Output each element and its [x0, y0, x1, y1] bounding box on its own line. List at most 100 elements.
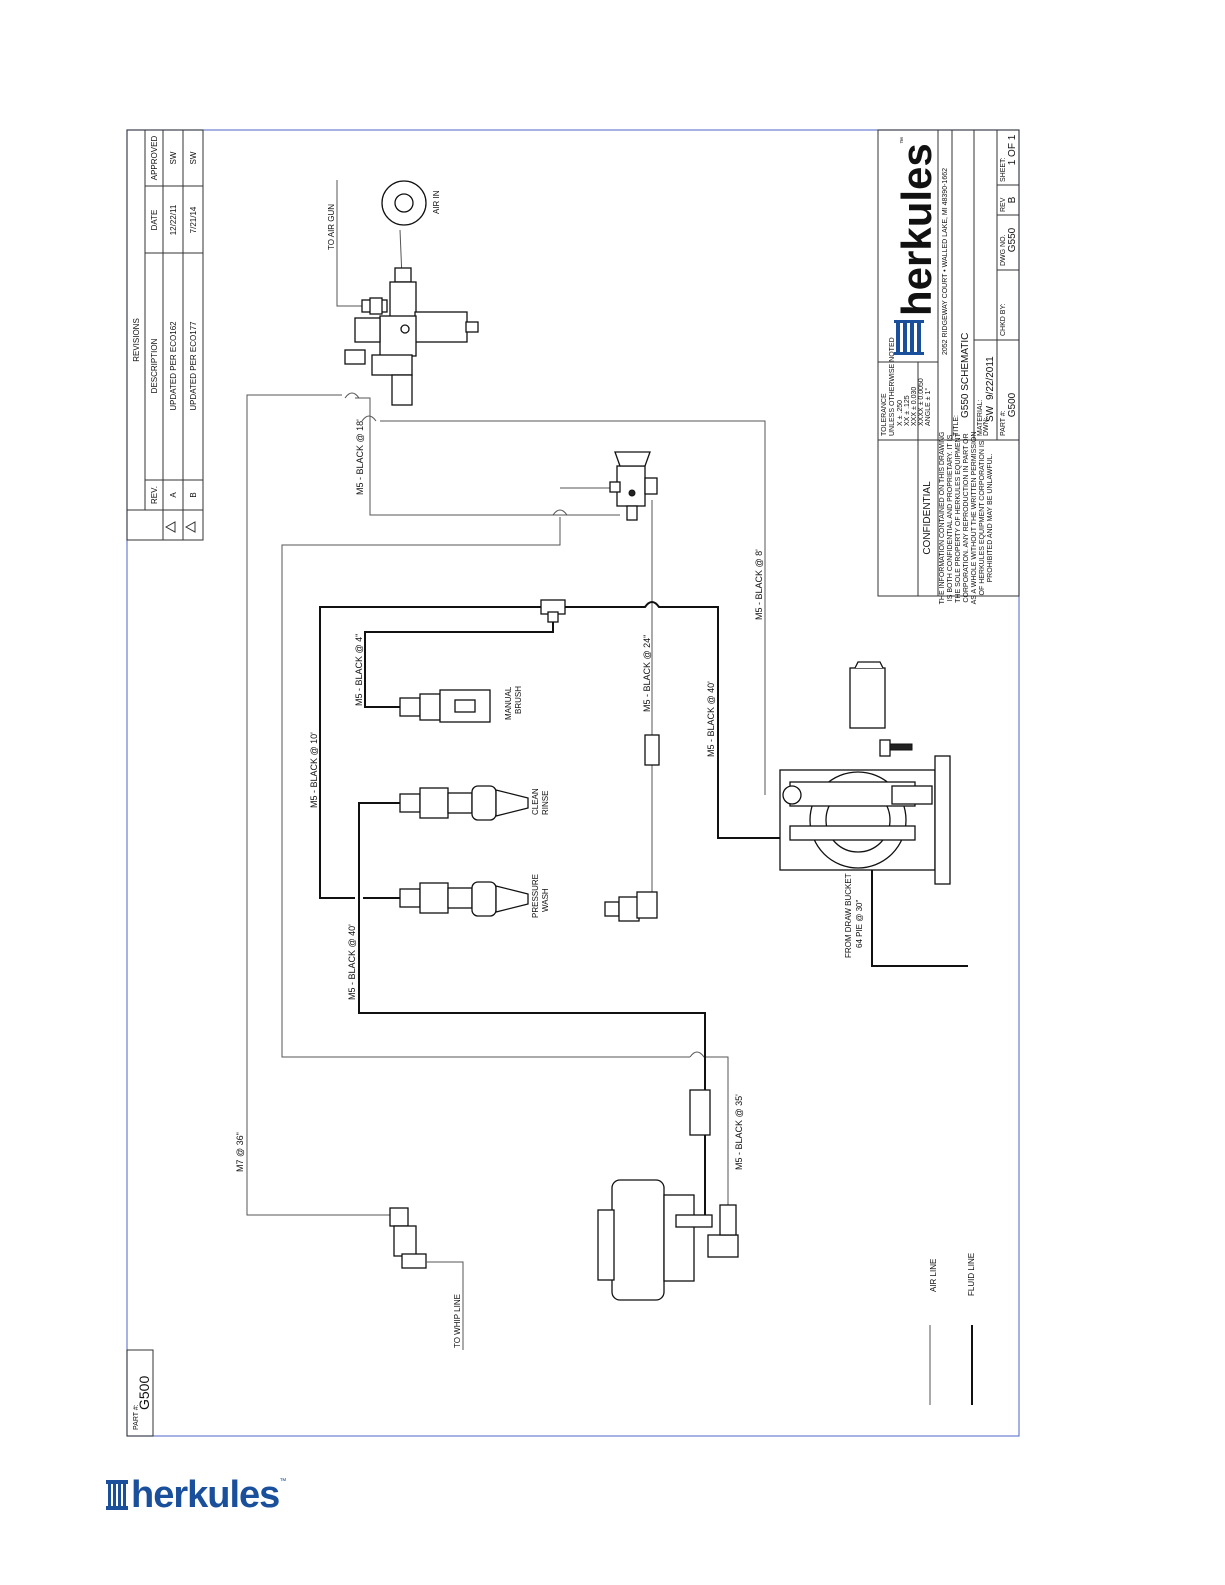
drawn-date: 9/22/2011	[985, 356, 996, 400]
drawn-by: SW	[985, 405, 996, 422]
title-label: TITLE:	[953, 415, 960, 436]
hose-label: M5 - BLACK @ 4"	[354, 634, 364, 706]
tolerance-line: X ± .250	[897, 400, 904, 426]
confidential-notice: CONFIDENTIAL THE INFORMATION CONTAINED O…	[922, 432, 994, 605]
hose-label: M5 - BLACK @ 40'	[347, 924, 357, 1000]
fluid-line-m5-40-left	[358, 898, 706, 1090]
company-address: 2052 RIDGEWAY COURT • WALLED LAKE, MI 48…	[942, 168, 949, 355]
part-corner-label: PART #:	[133, 1404, 140, 1430]
rev-a-approved: SW	[169, 151, 178, 164]
label-pressure-wash: PRESSURE	[531, 874, 540, 918]
description-header: DESCRIPTION	[150, 338, 159, 393]
confidential-line: AS A WHOLE WITHOUT THE WRITTEN PERMISSIO…	[971, 432, 978, 605]
footer-brand: herkules	[131, 1474, 280, 1516]
confidential-title: CONFIDENTIAL	[922, 481, 933, 555]
confidential-line: OF HERKULES EQUIPMENT CORPORATION IS	[979, 440, 986, 595]
tolerance-block: TOLERANCE UNLESS OTHERWISE NOTED X ± .25…	[881, 337, 932, 436]
footer-logo: herkules ™	[106, 1476, 286, 1514]
hose-label: M5 - BLACK @ 40'	[706, 681, 716, 757]
confidential-line: PROHIBITED AND MAY BE UNLAWFUL.	[987, 453, 994, 582]
pillar-icon	[106, 1480, 128, 1510]
hose-label: M7 @ 36"	[235, 1132, 245, 1172]
dwg-label: DWG NO.	[1000, 234, 1007, 266]
rev-a-desc: UPDATED PER ECO162	[169, 321, 178, 411]
revision-triangle-icon	[164, 521, 176, 533]
air-valve	[609, 451, 658, 521]
manual-brush	[399, 689, 491, 723]
part-corner-value: G500	[136, 1376, 152, 1410]
rev-a-date: 12/22/11	[169, 204, 178, 235]
label-clean-rinse: CLEAN	[531, 788, 540, 815]
label-manual-brush: BRUSH	[514, 686, 523, 714]
confidential-line: THE INFORMATION CONTAINED ON THIS DRAWIN…	[939, 432, 946, 605]
label-from-draw-bucket: FROM DRAW BUCKET	[844, 873, 853, 958]
legend-fluid-line: FLUID LINE	[967, 1253, 976, 1296]
fluid-line-m5-40-top	[565, 601, 817, 839]
rev-value: B	[1007, 196, 1018, 203]
rev-label: REV	[1000, 197, 1007, 212]
tolerance-line: XX ± .125	[904, 395, 911, 426]
pressure-wash-nozzle	[399, 881, 529, 917]
tolerance-line: UNLESS OTHERWISE NOTED	[889, 337, 896, 436]
fluid-line-clean	[358, 802, 400, 898]
confidential-line: CORPORATION. ANY REPRODUCTION IN PART OR	[963, 433, 970, 602]
tolerance-line: ANGLE ± 1°	[924, 388, 932, 426]
trademark: ™	[900, 137, 907, 144]
title-block-brand: herkules	[893, 143, 940, 316]
tolerance-line: XXXX ± 0.0050	[918, 378, 925, 426]
air-line-hump	[344, 392, 360, 399]
whip-line-fitting	[389, 1207, 464, 1350]
part-corner: PART #: G500	[126, 1349, 154, 1437]
footer-trademark: ™	[279, 1478, 287, 1485]
rev-header: REV.	[150, 486, 159, 504]
confidential-line: IS BOTH CONFIDENTIAL AND PROPRIETARY. IT…	[947, 434, 954, 601]
title-block: herkules ™ 2052 RIDGEWAY COURT • WALLED …	[877, 129, 1020, 605]
fluid-line-m5-4	[364, 615, 554, 708]
air-line-long	[281, 517, 690, 1058]
air-line-m5-18	[355, 397, 620, 516]
hose-label: M5 - BLACK @ 8'	[754, 549, 764, 620]
air-line-hump	[552, 509, 568, 516]
hose-label: M5 - BLACK @ 10'	[309, 732, 319, 808]
clean-rinse-nozzle	[399, 785, 529, 821]
legend-air-line: AIR LINE	[929, 1259, 938, 1292]
part-label: PART #:	[1000, 410, 1007, 436]
label-to-air-gun: TO AIR GUN	[327, 204, 336, 250]
hose-label: M5 - BLACK @ 24"	[642, 635, 652, 712]
label-manual-brush: MANUAL	[504, 686, 513, 720]
sheet-label: SHEET:	[1000, 157, 1007, 182]
air-gun-fitting	[369, 297, 383, 315]
label-from-draw-bucket: 64 PIE @ 30"	[855, 900, 864, 948]
rev-b-date: 7/21/14	[189, 206, 198, 233]
tolerance-line: TOLERANCE	[881, 393, 888, 436]
lower-fitting	[604, 891, 658, 922]
line-legend: AIR LINE FLUID LINE	[929, 1253, 976, 1405]
inline-coupling	[644, 734, 660, 766]
air-line-m5-8	[380, 420, 766, 795]
hose-label: M5 - BLACK @ 35'	[734, 1094, 744, 1170]
part-number: G500	[1007, 392, 1018, 417]
revisions-title: REVISIONS	[132, 318, 141, 362]
drawing-border	[126, 129, 1020, 1437]
revisions-table: REVISIONS REV. DESCRIPTION DATE APPROVED…	[126, 129, 204, 541]
label-clean-rinse: RINSE	[541, 791, 550, 815]
tee-fitting	[540, 599, 566, 623]
label-pressure-wash: WASH	[541, 888, 550, 912]
rev-b-approved: SW	[189, 151, 198, 164]
chkd-label: CHKD BY:	[1000, 303, 1007, 336]
date-header: DATE	[150, 210, 159, 231]
rev-b: B	[189, 492, 198, 497]
rev-a: A	[169, 492, 178, 498]
dwg-number: G550	[1007, 227, 1018, 252]
label-air-in: AIR IN	[432, 190, 441, 214]
sheet-value: 1 OF 1	[1007, 134, 1018, 165]
title-block-logo: herkules ™	[893, 137, 940, 355]
regulator-filter	[344, 267, 479, 406]
air-line-to-gun	[336, 180, 372, 307]
tolerance-line: XXX ± 0.030	[911, 387, 918, 426]
material-label: MATERIAL:	[977, 400, 984, 436]
air-line-hump	[361, 415, 377, 422]
air-line-m7	[246, 394, 395, 1216]
air-in-fitting	[381, 180, 427, 226]
